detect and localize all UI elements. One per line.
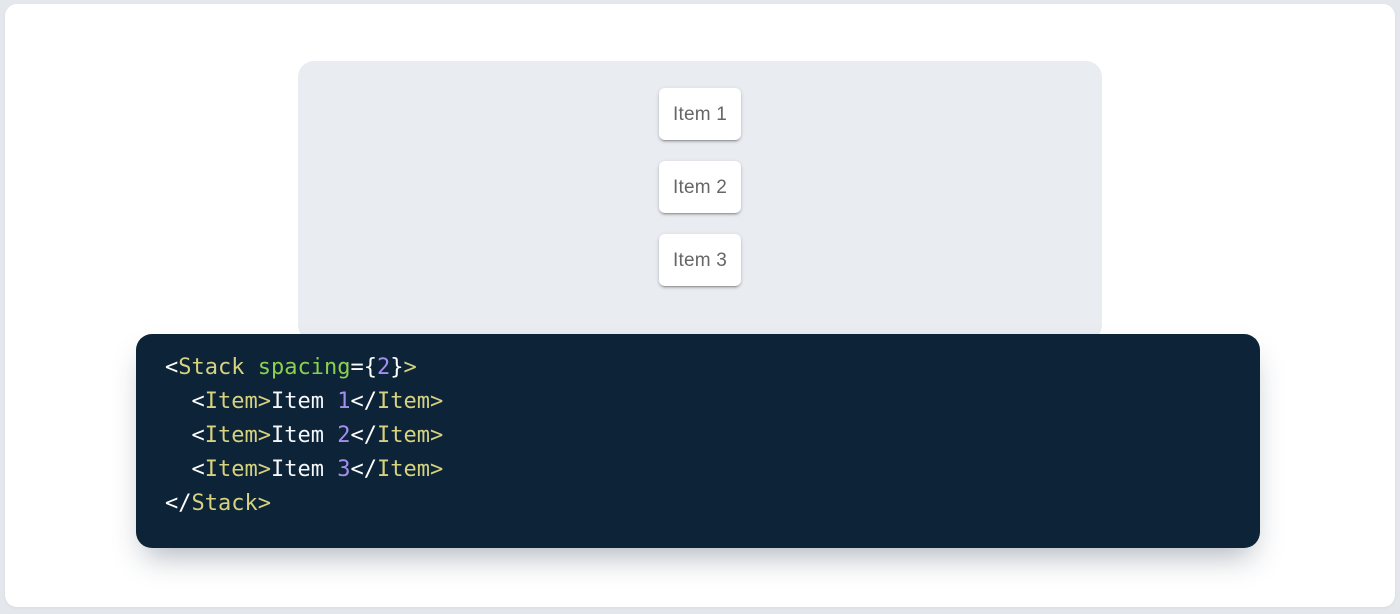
code-token-tag: Item	[376, 389, 430, 414]
stack-item-card: Item 2	[659, 161, 741, 213]
code-token-punct: <	[165, 355, 179, 380]
code-line: <Item>Item 3</Item>	[165, 457, 444, 482]
code-token-plain	[165, 457, 192, 482]
code-token-tag: Item	[376, 457, 430, 482]
code-token-punct: <	[191, 423, 205, 448]
code-line: </Stack>	[165, 491, 271, 516]
code-token-punct: }	[390, 355, 404, 380]
code-token-punct: <	[191, 389, 205, 414]
code-token-plain	[165, 389, 192, 414]
stack-item-card: Item 1	[659, 88, 741, 140]
code-token-tag: Item	[204, 423, 258, 448]
code-token-tag: Stack	[191, 491, 258, 516]
code-token-plain	[165, 423, 192, 448]
code-token-punct: </	[350, 423, 377, 448]
code-token-punct: =	[350, 355, 364, 380]
code-line: <Item>Item 2</Item>	[165, 423, 444, 448]
code-token-plain: Item	[270, 389, 338, 414]
code-token-num: 2	[337, 423, 351, 448]
code-token-tag: >	[257, 457, 271, 482]
code-token-punct: </	[350, 457, 377, 482]
code-line: <Item>Item 1</Item>	[165, 389, 444, 414]
code-line: <Stack spacing={2}>	[165, 355, 417, 380]
code-token-tag: >	[403, 355, 417, 380]
code-token-plain: Item	[270, 457, 338, 482]
code-token-tag: Item	[204, 389, 258, 414]
code-token-attr: spacing	[257, 355, 351, 380]
stack-demo: Item 1 Item 2 Item 3	[298, 88, 1102, 286]
code-token-tag: >	[257, 423, 271, 448]
code-token-tag: >	[257, 491, 271, 516]
code-token-tag: Item	[204, 457, 258, 482]
code-token-tag: Item	[376, 423, 430, 448]
code-token-plain: Item	[270, 423, 338, 448]
code-token-tag: Stack	[178, 355, 245, 380]
code-token-tag: >	[257, 389, 271, 414]
code-snippet: <Stack spacing={2}> <Item>Item 1</Item> …	[165, 351, 1230, 521]
code-token-tag: >	[429, 457, 444, 482]
code-token-plain	[244, 355, 257, 380]
code-block: <Stack spacing={2}> <Item>Item 1</Item> …	[136, 334, 1260, 548]
code-token-punct: </	[165, 491, 192, 516]
code-token-tag: >	[429, 389, 444, 414]
code-token-num: 2	[376, 355, 391, 380]
code-token-punct: {	[363, 355, 377, 380]
stack-item-card: Item 3	[659, 234, 741, 286]
code-token-num: 3	[337, 457, 351, 482]
code-token-punct: </	[350, 389, 377, 414]
code-token-tag: >	[429, 423, 444, 448]
code-token-num: 1	[337, 389, 351, 414]
code-token-punct: <	[191, 457, 205, 482]
